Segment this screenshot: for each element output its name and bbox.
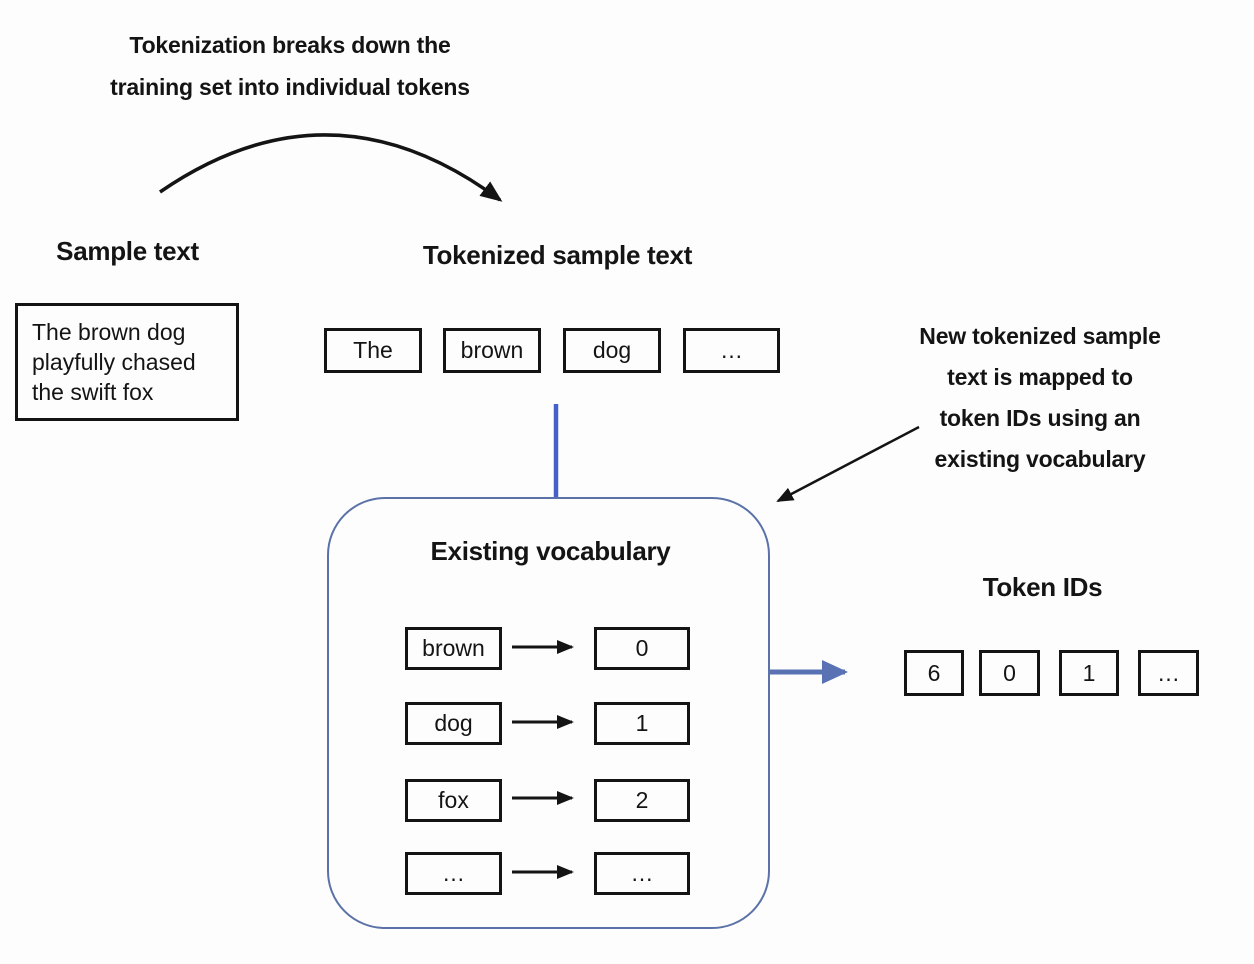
mapping-caption: New tokenized sample text is mapped to t… bbox=[905, 316, 1175, 480]
mapping-arrow-icon bbox=[776, 425, 920, 503]
caption-line-4: existing vocabulary bbox=[934, 446, 1146, 472]
token-id-box-6: 6 bbox=[904, 650, 964, 696]
token-ids-heading: Token IDs bbox=[982, 572, 1103, 602]
vocab-id-1: 1 bbox=[594, 702, 690, 745]
vocab-id-0: 0 bbox=[594, 627, 690, 670]
caption-line-1: New tokenized sample bbox=[919, 323, 1161, 349]
tokenized-sample-heading: Tokenized sample text bbox=[422, 240, 693, 270]
vocab-id-2: 2 bbox=[594, 779, 690, 822]
existing-vocabulary-heading: Existing vocabulary bbox=[430, 536, 671, 566]
vocab-token-brown: brown bbox=[405, 627, 502, 670]
tokenization-caption: Tokenization breaks down the training se… bbox=[40, 24, 540, 108]
vocab-token-fox: fox bbox=[405, 779, 502, 822]
sample-text-heading: Sample text bbox=[56, 236, 199, 266]
vocab-id-ellipsis: … bbox=[594, 852, 690, 895]
caption-line-3: token IDs using an bbox=[939, 405, 1141, 431]
token-box-dog: dog bbox=[563, 328, 661, 373]
caption-line-1: Tokenization breaks down the bbox=[129, 32, 451, 58]
vocab-token-ellipsis: … bbox=[405, 852, 502, 895]
sample-line-3: the swift fox bbox=[32, 379, 154, 405]
token-id-box-ellipsis: … bbox=[1138, 650, 1199, 696]
token-id-box-1: 1 bbox=[1059, 650, 1119, 696]
vocab-token-dog: dog bbox=[405, 702, 502, 745]
existing-vocabulary-frame: Existing vocabulary brown 0 dog 1 fox 2 … bbox=[327, 497, 770, 929]
caption-line-2: text is mapped to bbox=[947, 364, 1133, 390]
token-box-the: The bbox=[324, 328, 422, 373]
sample-line-2: playfully chased bbox=[32, 349, 196, 375]
sample-line-1: The brown dog bbox=[32, 319, 186, 345]
sample-text-box: The brown dog playfully chased the swift… bbox=[15, 303, 239, 421]
token-id-box-0: 0 bbox=[979, 650, 1040, 696]
tokenization-curved-arrow-icon bbox=[159, 133, 503, 202]
caption-line-2: training set into individual tokens bbox=[110, 74, 470, 100]
token-box-brown: brown bbox=[443, 328, 541, 373]
token-box-ellipsis: … bbox=[683, 328, 780, 373]
